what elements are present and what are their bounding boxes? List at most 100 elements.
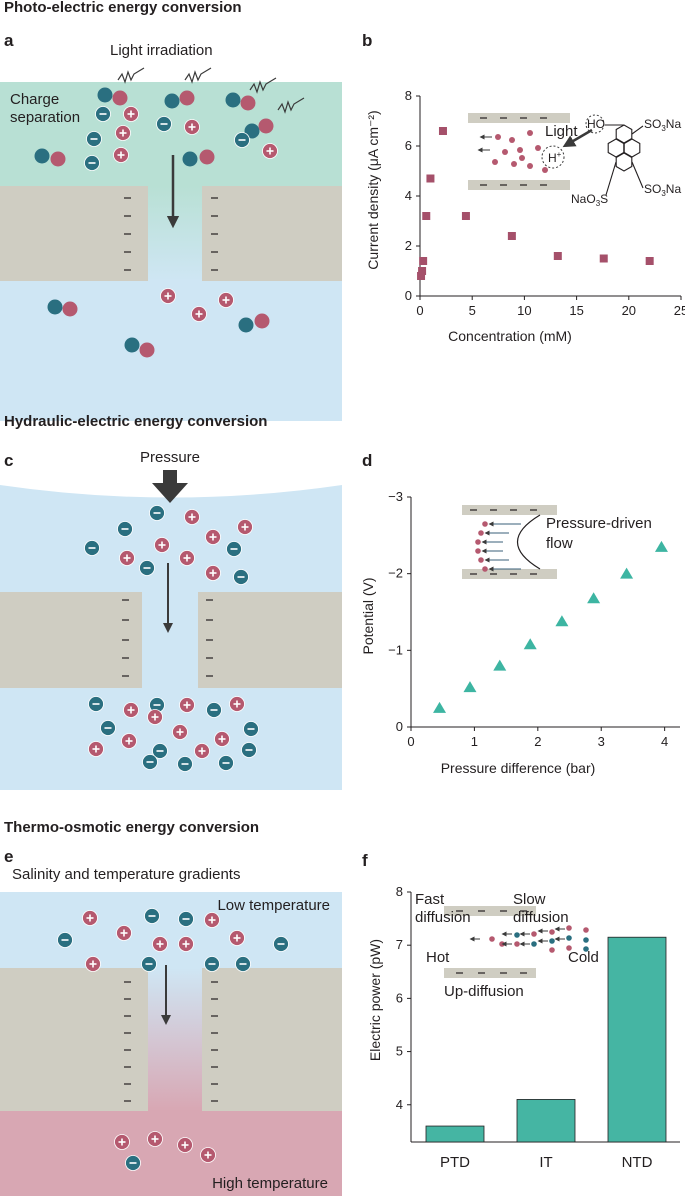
pyranine-structure bbox=[605, 124, 644, 196]
cation-icon bbox=[214, 731, 230, 747]
anion-icon bbox=[273, 936, 289, 952]
y-tick-label: 4 bbox=[405, 188, 412, 203]
y-axis-label: Potential (V) bbox=[360, 577, 376, 654]
anion-icon bbox=[152, 743, 168, 759]
flow-profile bbox=[516, 514, 541, 570]
x-tick-label: 20 bbox=[622, 303, 636, 318]
cation-icon bbox=[123, 106, 139, 122]
cation-icon bbox=[205, 565, 221, 581]
anion-icon bbox=[549, 938, 555, 944]
cation-icon bbox=[194, 743, 210, 759]
y-axis-label: Electric power (pW) bbox=[367, 939, 383, 1061]
y-tick-label: 6 bbox=[396, 990, 403, 1005]
section-title-thermo: Thermo-osmotic energy conversion bbox=[4, 819, 259, 836]
cation-icon bbox=[489, 936, 495, 942]
anion-icon bbox=[583, 946, 589, 952]
ion-icon bbox=[482, 521, 488, 527]
cation-icon bbox=[205, 529, 221, 545]
panel-label-e: e bbox=[4, 847, 13, 866]
ho-circle bbox=[585, 114, 605, 134]
ion-pair-icon bbox=[124, 337, 155, 358]
cation-icon bbox=[184, 509, 200, 525]
chem-ho: HO bbox=[587, 117, 605, 131]
y-tick-label: 4 bbox=[396, 1097, 403, 1112]
data-point bbox=[419, 257, 428, 265]
inset-f: Fast diffusion Slow diffusion Hot Cold U… bbox=[415, 891, 599, 1000]
light-bolt-icon bbox=[277, 97, 305, 114]
pressure-arrow bbox=[152, 470, 188, 503]
slow-label-1: Slow bbox=[513, 891, 546, 908]
nanochannel bbox=[148, 186, 202, 281]
anion-icon bbox=[218, 755, 234, 771]
data-point bbox=[523, 638, 537, 650]
panel-label-c: c bbox=[4, 451, 13, 470]
fast-label-1: Fast bbox=[415, 891, 445, 908]
cation-icon bbox=[179, 550, 195, 566]
cation-icon bbox=[184, 119, 200, 135]
cation-icon bbox=[204, 912, 220, 928]
anion-icon bbox=[226, 541, 242, 557]
x-tick-label: PTD bbox=[440, 1154, 470, 1171]
ion-pair-icon bbox=[238, 313, 270, 333]
anion-icon bbox=[235, 956, 251, 972]
cation-icon bbox=[119, 550, 135, 566]
light-arrow bbox=[562, 128, 593, 148]
anion-icon bbox=[149, 505, 165, 521]
proton-icon bbox=[519, 155, 525, 161]
anion-icon bbox=[177, 756, 193, 772]
proton-icon bbox=[509, 137, 515, 143]
proton-icon bbox=[517, 147, 523, 153]
cation-icon bbox=[121, 733, 137, 749]
up-diffusion-label: Up-diffusion bbox=[444, 983, 524, 1000]
ion-icon bbox=[478, 557, 484, 563]
hot-label: Hot bbox=[426, 949, 450, 966]
cation-icon bbox=[237, 519, 253, 535]
panel-label-a: a bbox=[4, 31, 14, 50]
fast-label-2: diffusion bbox=[415, 909, 471, 926]
y-tick-label: 0 bbox=[396, 719, 403, 734]
panel-label-b: b bbox=[362, 31, 372, 50]
anion-icon bbox=[156, 116, 172, 132]
anion-icon bbox=[178, 911, 194, 927]
data-point bbox=[426, 174, 435, 183]
y-tick-label: 8 bbox=[405, 88, 412, 103]
cation-icon bbox=[172, 724, 188, 740]
cation-icon bbox=[178, 936, 194, 952]
y-tick-label: −2 bbox=[388, 566, 403, 581]
cation-icon bbox=[566, 925, 572, 931]
cation-icon bbox=[229, 930, 245, 946]
anion-icon bbox=[141, 956, 157, 972]
anion-icon bbox=[117, 521, 133, 537]
proton-icon bbox=[527, 130, 533, 136]
data-point bbox=[645, 257, 654, 265]
cation-icon bbox=[113, 147, 129, 163]
ion-icon bbox=[482, 566, 488, 572]
x-tick-label: 2 bbox=[534, 734, 541, 749]
chem-nao3s: NaO3S bbox=[571, 192, 608, 208]
anion-icon bbox=[233, 569, 249, 585]
hplus-label: H+ bbox=[548, 150, 562, 165]
cation-icon bbox=[549, 947, 555, 953]
anion-icon bbox=[95, 106, 111, 122]
ion-pair-icon bbox=[164, 90, 195, 109]
anion-icon bbox=[144, 908, 160, 924]
light-bolt-icon bbox=[249, 77, 277, 94]
data-point bbox=[418, 267, 427, 275]
panel-label-d: d bbox=[362, 451, 372, 470]
x-tick-label: NTD bbox=[622, 1154, 653, 1171]
cation-icon bbox=[116, 925, 132, 941]
chart-d: Pressure difference (bar) Potential (V) … bbox=[360, 489, 680, 776]
x-tick-label: 4 bbox=[661, 734, 668, 749]
x-tick-label: 25 bbox=[674, 303, 685, 318]
separation-label: separation bbox=[10, 109, 80, 126]
cation-icon bbox=[514, 941, 520, 947]
anion-icon bbox=[514, 932, 520, 938]
cation-icon bbox=[82, 910, 98, 926]
cation-icon bbox=[177, 1137, 193, 1153]
y-tick-label: 5 bbox=[396, 1044, 403, 1059]
membrane-left bbox=[0, 968, 148, 1111]
anion-icon bbox=[234, 132, 250, 148]
membrane-left bbox=[0, 592, 142, 688]
chart-b: Concentration (mM) Current density (μA c… bbox=[365, 88, 685, 344]
data-point bbox=[555, 615, 569, 627]
